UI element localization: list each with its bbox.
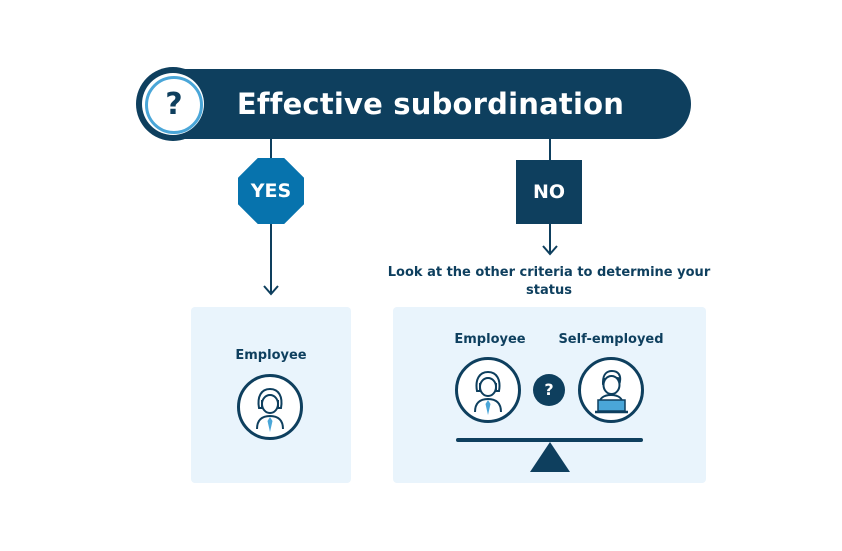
question-mark-icon: ? bbox=[533, 374, 565, 406]
self-employed-icon bbox=[578, 357, 644, 423]
question-mark-icon: ? bbox=[145, 76, 203, 134]
yes-octagon bbox=[238, 158, 304, 224]
arrow-down-icon-yes bbox=[263, 285, 279, 296]
yes-result-label: Employee bbox=[235, 348, 307, 363]
header-pill bbox=[138, 69, 691, 139]
no-square bbox=[516, 160, 582, 224]
connector-line-no-top bbox=[549, 139, 551, 160]
option-employee-label: Employee bbox=[454, 332, 526, 347]
employee-icon bbox=[237, 374, 303, 440]
header-title: Effective subordination bbox=[236, 87, 625, 121]
connector-line-no-bottom bbox=[549, 224, 551, 254]
no-label: NO bbox=[532, 181, 566, 203]
option-self-employed-label: Self-employed bbox=[558, 332, 664, 347]
connector-line-yes-top bbox=[270, 139, 272, 158]
employee-icon bbox=[455, 357, 521, 423]
instruction-text: Look at the other criteria to determine … bbox=[387, 265, 711, 298]
yes-label: YES bbox=[250, 180, 292, 202]
connector-line-yes-bottom bbox=[270, 224, 272, 294]
scale-beam bbox=[456, 438, 643, 442]
arrow-down-icon-no bbox=[542, 245, 558, 256]
